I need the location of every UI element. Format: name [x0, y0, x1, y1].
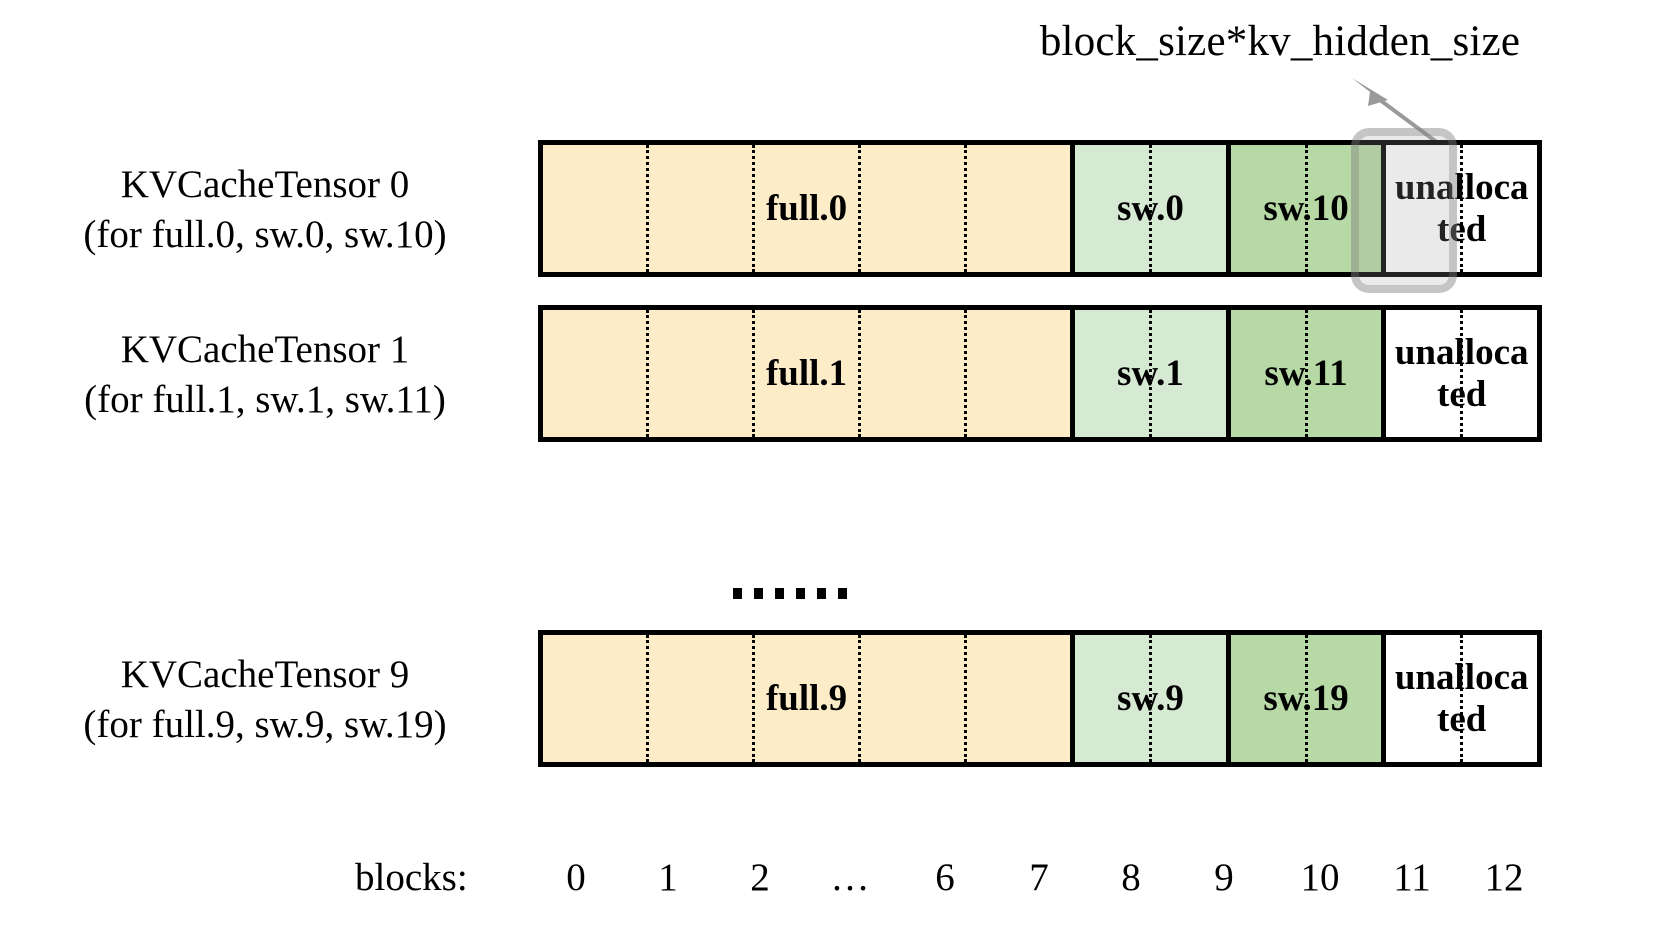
rows-ellipsis	[733, 588, 847, 599]
ellipsis-dot	[838, 588, 847, 599]
row-label-tensor-1: KVCacheTensor 1 (for full.1, sw.1, sw.11…	[30, 325, 500, 425]
axis-tick-11: 11	[1393, 856, 1431, 899]
row-label-tensor-9: KVCacheTensor 9 (for full.9, sw.9, sw.19…	[30, 650, 500, 750]
row-label-line1: KVCacheTensor 0	[120, 163, 410, 206]
blocks-axis: blocks: 0 1 2 … 6 7 8 9 10 11 12	[0, 855, 1676, 915]
axis-tick-2: 2	[750, 856, 770, 899]
axis-tick-1: 1	[658, 856, 678, 899]
row-label-line1: KVCacheTensor 1	[120, 328, 410, 371]
segment-unallocated[interactable]: unalloca ted	[1386, 310, 1537, 437]
row-label-tensor-0: KVCacheTensor 0 (for full.0, sw.0, sw.10…	[30, 160, 500, 260]
axis-tick-7: 7	[1029, 856, 1049, 899]
axis-tick-6: 6	[935, 856, 955, 899]
axis-tick-9: 9	[1214, 856, 1234, 899]
segment-label: sw.1	[1117, 352, 1184, 394]
segment-label: sw.9	[1117, 677, 1184, 719]
axis-tick-8: 8	[1121, 856, 1141, 899]
segment-unallocated[interactable]: unalloca ted	[1386, 635, 1537, 762]
segment-label: unalloca ted	[1394, 167, 1529, 250]
tensor-bar-1: full.1 sw.1 sw.11 unalloca ted	[538, 305, 1542, 442]
segment-label: sw.0	[1117, 187, 1184, 229]
segment-sw-11[interactable]: sw.11	[1230, 310, 1387, 437]
ellipsis-dot	[754, 588, 763, 599]
segment-sw-0[interactable]: sw.0	[1075, 145, 1231, 272]
segment-sw-19[interactable]: sw.19	[1230, 635, 1387, 762]
ellipsis-dot	[775, 588, 784, 599]
row-label-line2: (for full.9, sw.9, sw.19)	[83, 702, 447, 746]
segment-full-1[interactable]: full.1	[543, 310, 1076, 437]
segment-label: unalloca ted	[1394, 657, 1529, 740]
segment-unallocated[interactable]: unalloca ted	[1386, 145, 1537, 272]
ellipsis-dot	[817, 588, 826, 599]
ellipsis-dot	[796, 588, 805, 599]
segment-label: full.1	[765, 352, 848, 394]
segment-sw-10[interactable]: sw.10	[1230, 145, 1387, 272]
segment-full-0[interactable]: full.0	[543, 145, 1076, 272]
row-label-line2: (for full.0, sw.0, sw.10)	[83, 212, 447, 256]
axis-tick-0: 0	[566, 856, 586, 899]
segment-sw-1[interactable]: sw.1	[1075, 310, 1231, 437]
axis-tick-12: 12	[1484, 856, 1524, 899]
axis-tick-10: 10	[1300, 856, 1340, 899]
row-label-line2: (for full.1, sw.1, sw.11)	[84, 377, 446, 421]
segment-label: unalloca ted	[1394, 332, 1529, 415]
axis-tick-ellipsis: …	[830, 856, 870, 899]
segment-label: sw.10	[1263, 187, 1349, 229]
row-label-line1: KVCacheTensor 9	[120, 653, 410, 696]
segment-sw-9[interactable]: sw.9	[1075, 635, 1231, 762]
ellipsis-dot	[733, 588, 742, 599]
segment-full-9[interactable]: full.9	[543, 635, 1076, 762]
axis-title: blocks:	[355, 856, 468, 899]
segment-label: full.0	[765, 187, 848, 229]
segment-label: sw.11	[1264, 352, 1348, 394]
annotation-label: block_size*kv_hidden_size	[1039, 18, 1521, 65]
segment-label: full.9	[765, 677, 848, 719]
segment-label: sw.19	[1263, 677, 1349, 719]
tensor-bar-0: full.0 sw.0 sw.10 unalloca ted	[538, 140, 1542, 277]
tensor-bar-9: full.9 sw.9 sw.19 unalloca ted	[538, 630, 1542, 767]
